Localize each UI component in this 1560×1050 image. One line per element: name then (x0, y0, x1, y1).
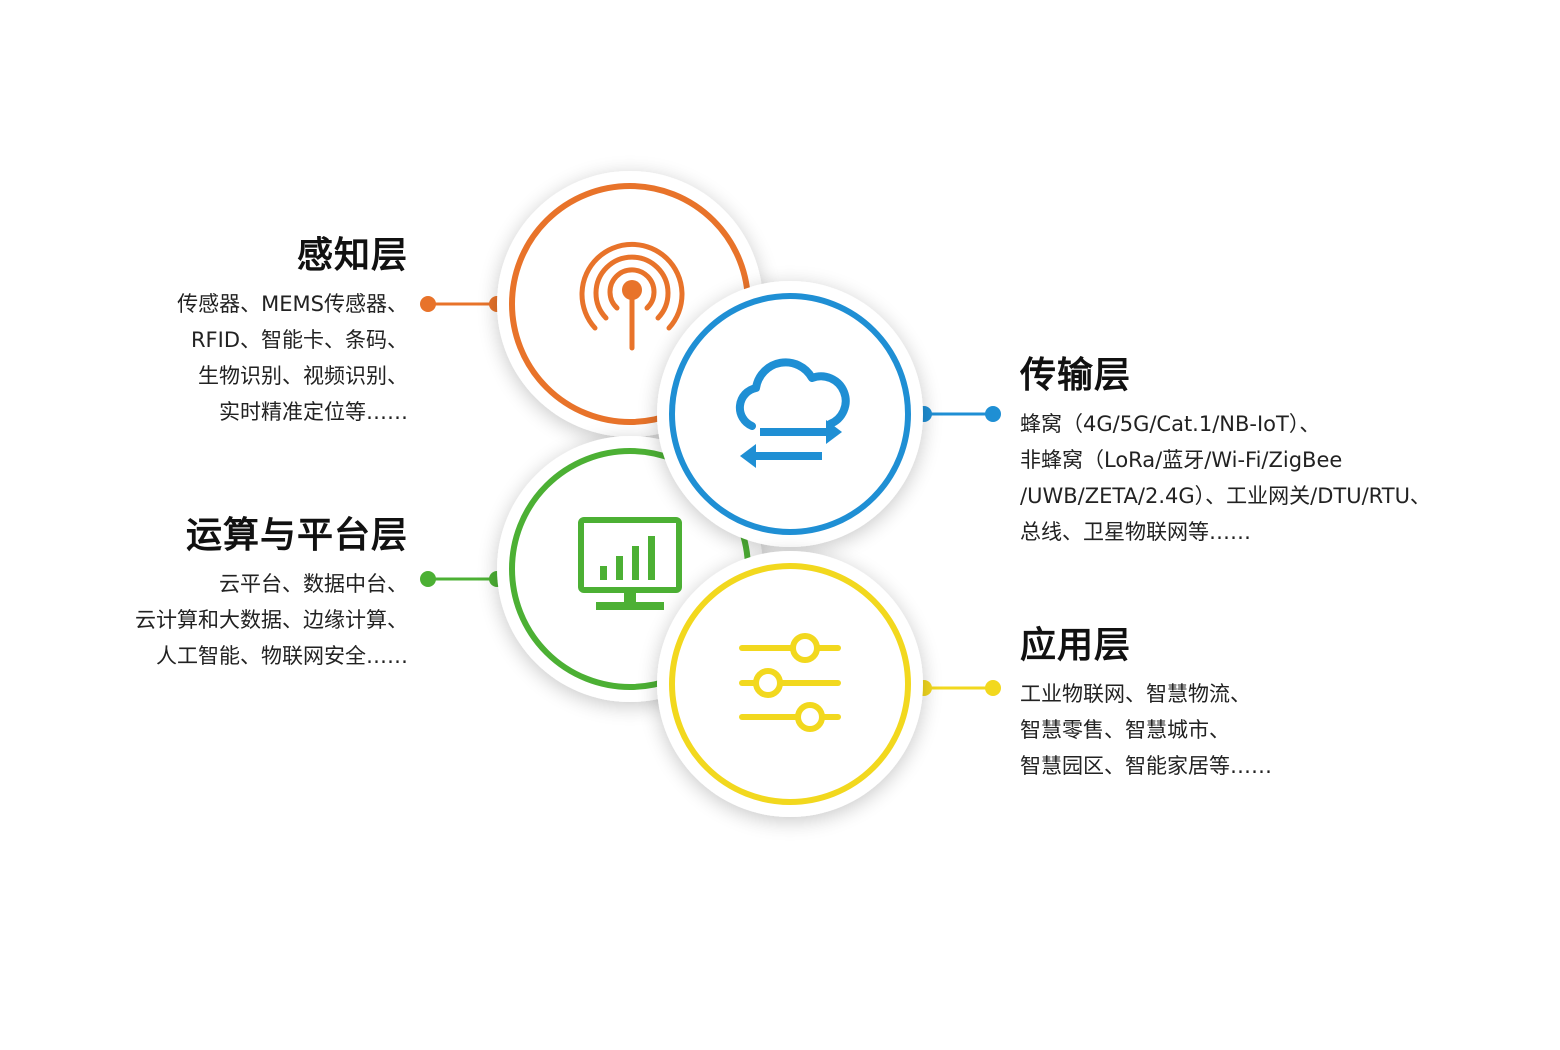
transport-connector (916, 406, 1001, 422)
application-line: 智慧零售、智慧城市、 (1020, 718, 1230, 742)
transport-line: /UWB/ZETA/2.4G）、工业网关/DTU/RTU、 (1020, 484, 1431, 508)
application-connector (916, 680, 1001, 696)
transport-line: 蜂窝（4G/5G/Cat.1/NB-IoT）、 (1020, 412, 1321, 436)
signal-antenna-icon (579, 241, 685, 351)
transport-title: 传输层 (1020, 355, 1132, 396)
transport-block: 传输层 蜂窝（4G/5G/Cat.1/NB-IoT）、 非蜂窝（LoRa/蓝牙/… (1020, 354, 1431, 550)
application-line: 工业物联网、智慧物流、 (1020, 682, 1251, 706)
application-line: 智慧园区、智能家居等…… (1020, 754, 1272, 778)
application-circle (657, 551, 923, 817)
perception-block: 感知层 传感器、MEMS传感器、 RFID、智能卡、条码、 生物识别、视频识别、… (177, 234, 408, 430)
compute-line: 云平台、数据中台、 (219, 572, 408, 596)
perception-line: 传感器、MEMS传感器、 (177, 292, 408, 316)
cloud-transfer-icon (735, 358, 850, 468)
compute-block: 运算与平台层 云平台、数据中台、 云计算和大数据、边缘计算、 人工智能、物联网安… (135, 514, 408, 674)
compute-line: 云计算和大数据、边缘计算、 (135, 608, 408, 632)
perception-line: RFID、智能卡、条码、 (190, 328, 408, 352)
transport-line: 非蜂窝（LoRa/蓝牙/Wi-Fi/ZigBee (1020, 448, 1343, 472)
application-block: 应用层 工业物联网、智慧物流、 智慧零售、智慧城市、 智慧园区、智能家居等…… (1020, 624, 1272, 784)
perception-line: 生物识别、视频识别、 (198, 364, 408, 388)
perception-connector (420, 296, 505, 312)
monitor-chart-icon (578, 517, 682, 610)
transport-line: 总线、卫星物联网等…… (1020, 520, 1251, 544)
compute-title: 运算与平台层 (185, 515, 408, 556)
compute-line: 人工智能、物联网安全…… (156, 644, 408, 668)
transport-circle (657, 281, 923, 547)
sliders-icon (739, 633, 841, 732)
perception-title: 感知层 (296, 235, 408, 276)
application-title: 应用层 (1020, 625, 1132, 666)
compute-connector (420, 571, 505, 587)
perception-line: 实时精准定位等…… (219, 400, 408, 424)
